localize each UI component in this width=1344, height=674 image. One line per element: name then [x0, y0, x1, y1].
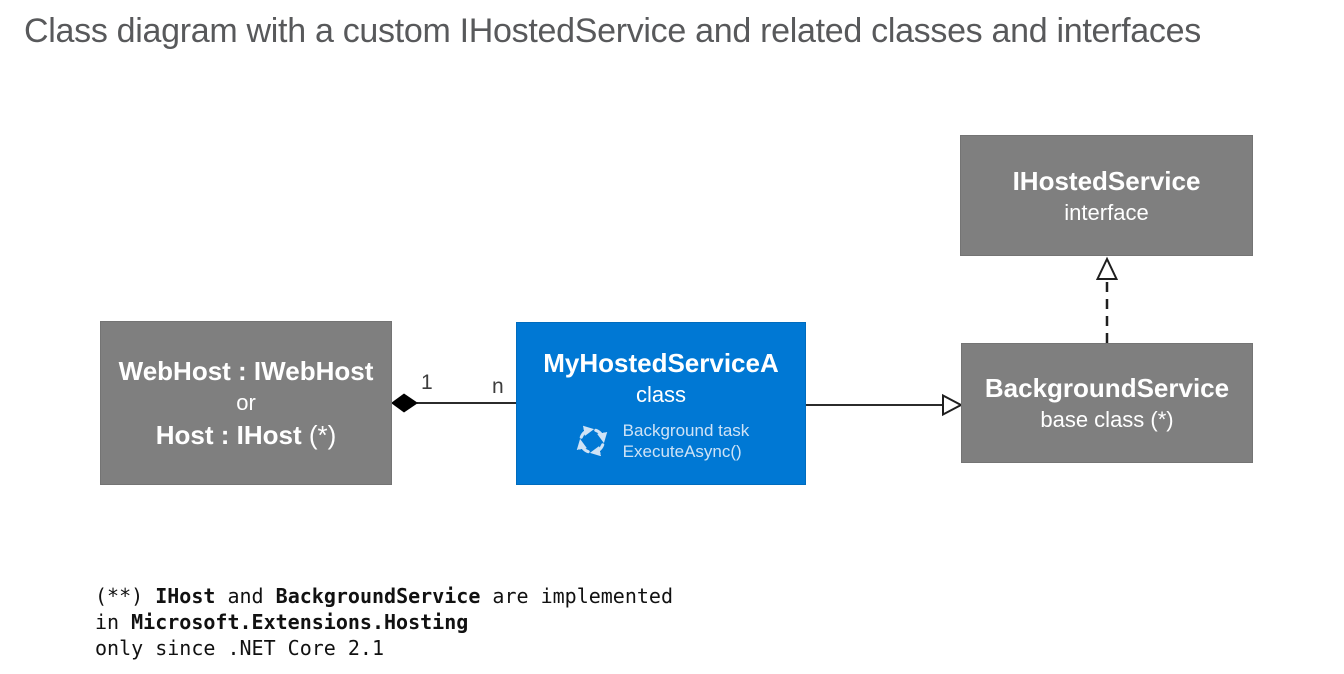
- footnote-bold-ihost: IHost: [155, 584, 216, 608]
- class-name-alt-note: (*): [301, 420, 337, 450]
- task-line-2: ExecuteAsync(): [622, 441, 742, 461]
- class-box-backgroundservice: BackgroundService base class (*): [961, 343, 1253, 463]
- footnote-bold-backgroundservice: BackgroundService: [275, 584, 481, 608]
- footnote-text: (**): [95, 584, 156, 608]
- or-label: or: [236, 390, 256, 415]
- class-box-myhostedservicea: MyHostedServiceA class Background task: [516, 322, 806, 485]
- aggregation-diamond-icon: [391, 393, 418, 413]
- class-box-webhost: WebHost : IWebHost or Host : IHost (*): [100, 321, 392, 485]
- multiplicity-label-n: n: [492, 375, 504, 398]
- footnote-text: and: [215, 584, 276, 608]
- background-task-row: Background task ExecuteAsync(): [573, 420, 750, 462]
- class-stereotype: class: [635, 381, 687, 407]
- footnote-text: are implemented: [480, 584, 674, 608]
- class-name: WebHost : IWebHost: [118, 356, 374, 386]
- page-title: Class diagram with a custom IHostedServi…: [24, 12, 1201, 50]
- footnote: (**) IHost and BackgroundService are imp…: [95, 583, 673, 661]
- class-name: IHostedService: [1012, 165, 1201, 196]
- footnote-line-2: in Microsoft.Extensions.Hosting: [95, 609, 673, 635]
- background-task-label: Background task ExecuteAsync(): [623, 420, 750, 462]
- footnote-line-3: only since .NET Core 2.1: [95, 635, 673, 661]
- class-stereotype: interface: [1064, 199, 1149, 225]
- multiplicity-label-1: 1: [421, 371, 433, 394]
- sync-arrows-icon: [576, 425, 607, 456]
- class-stereotype: base class (*): [1040, 407, 1174, 432]
- footnote-text: in: [95, 610, 132, 634]
- class-name: MyHostedServiceA: [543, 347, 779, 378]
- task-line-1: Background task: [622, 420, 750, 440]
- footnote-text: only since .NET Core 2.1: [95, 636, 384, 660]
- inheritance-arrowhead-icon: [942, 393, 964, 417]
- footnote-line-1: (**) IHost and BackgroundService are imp…: [95, 583, 673, 609]
- class-name-alt-bold: Host : IHost: [155, 420, 302, 450]
- realization-arrowhead-icon: [1095, 256, 1119, 280]
- class-name: BackgroundService: [984, 373, 1230, 403]
- footnote-bold-namespace: Microsoft.Extensions.Hosting: [131, 610, 469, 634]
- class-box-ihostedservice: IHostedService interface: [960, 135, 1253, 256]
- class-name-alt: Host : IHost (*): [156, 418, 337, 452]
